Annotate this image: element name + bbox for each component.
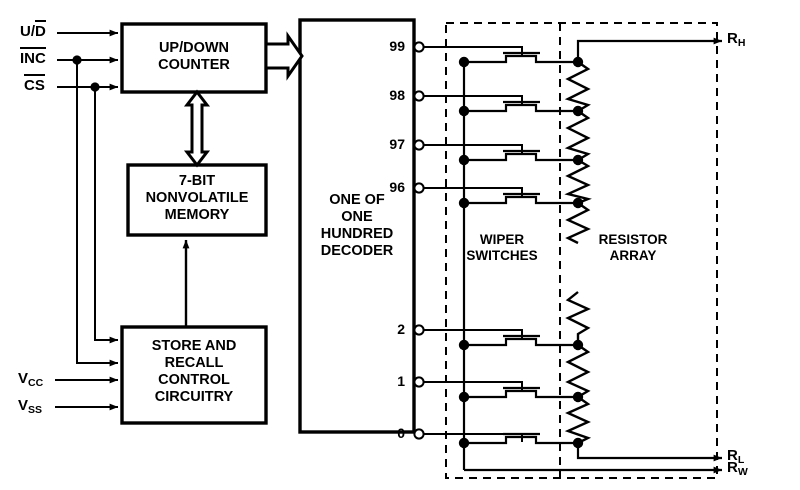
- wiper-line-2: SWITCHES: [466, 248, 538, 263]
- group-label-wiper-switches: WIPER SWITCHES: [445, 232, 559, 264]
- store-line-2: RECALL: [164, 355, 224, 371]
- junction-dots-left: [72, 55, 100, 92]
- decoder-output-label-97: 97: [389, 136, 405, 152]
- decoder-output-pins: [413, 41, 425, 440]
- counter-line-2: COUNTER: [158, 57, 230, 73]
- resistor-line-1: RESISTOR: [598, 232, 668, 247]
- store-line-3: CONTROL: [158, 372, 230, 388]
- decoder-output-label-99: 99: [389, 38, 405, 54]
- block-label-up-down-counter: UP/DOWN COUNTER: [122, 40, 266, 74]
- memory-line-3: MEMORY: [164, 207, 230, 223]
- decoder-output-label-98: 98: [389, 87, 405, 103]
- decoder-line-4: DECODER: [320, 243, 394, 259]
- wiper-line-1: WIPER: [479, 232, 525, 247]
- pin-label-vss: VSS: [18, 397, 43, 416]
- block-label-nonvolatile-memory: 7-BIT NONVOLATILE MEMORY: [128, 173, 266, 224]
- terminal-label-rw: RW: [727, 459, 748, 478]
- overline-cs: CS: [24, 74, 45, 94]
- decoder-output-label-1: 1: [397, 373, 405, 389]
- counter-line-1: UP/DOWN: [158, 40, 230, 56]
- input-signal-lines: [55, 29, 119, 411]
- resistor-array-ladder: [564, 61, 592, 445]
- subscript-cc: CC: [28, 376, 44, 389]
- terminal-label-rh: RH: [727, 30, 746, 49]
- counter-to-decoder-bus-arrow: [264, 31, 304, 81]
- memory-line-1: 7-BIT: [178, 173, 216, 189]
- pin-label-cs: CS: [24, 74, 45, 94]
- wiper-bus-junction-dots: [458, 56, 470, 449]
- store-line-4: CIRCUITRY: [154, 389, 234, 405]
- pin-label-vcc: VCC: [18, 370, 44, 389]
- terminal-label-rl: RL: [727, 447, 745, 466]
- junction-dot-cs: [90, 82, 100, 92]
- subscript-l: L: [737, 453, 745, 466]
- store-line-1: STORE AND: [151, 338, 237, 354]
- block-store-recall-control: [120, 325, 268, 425]
- terminal-wires: [576, 37, 723, 462]
- region-boundary: [445, 22, 718, 479]
- overline-inc: INC: [20, 47, 46, 67]
- wiper-switch-gate-plates: [503, 51, 540, 436]
- block-decoder: [298, 18, 416, 434]
- memory-line-2: NONVOLATILE: [145, 190, 249, 206]
- junction-dot-inc: [72, 55, 82, 65]
- pin-label-u-d: U/D: [20, 20, 46, 40]
- group-label-resistor-array: RESISTOR ARRAY: [576, 232, 690, 264]
- resistor-line-2: ARRAY: [609, 248, 657, 263]
- decoder-output-label-2: 2: [397, 321, 405, 337]
- decoder-line-2: ONE: [341, 209, 373, 225]
- decoder-line-1: ONE OF: [329, 192, 385, 208]
- overline-d: D: [35, 20, 46, 40]
- subscript-h: H: [737, 36, 746, 49]
- decoder-output-label-0: 0: [397, 425, 405, 441]
- block-label-decoder: ONE OF ONE HUNDRED DECODER: [300, 192, 414, 260]
- pin-label-inc: INC: [20, 47, 46, 67]
- decoder-output-label-96: 96: [389, 179, 405, 195]
- subscript-ss: SS: [28, 403, 43, 416]
- block-label-store-recall-control: STORE AND RECALL CONTROL CIRCUITRY: [122, 338, 266, 406]
- decoder-line-3: HUNDRED: [320, 226, 394, 242]
- counter-memory-bus-arrow: [183, 89, 211, 168]
- subscript-w: W: [737, 465, 748, 478]
